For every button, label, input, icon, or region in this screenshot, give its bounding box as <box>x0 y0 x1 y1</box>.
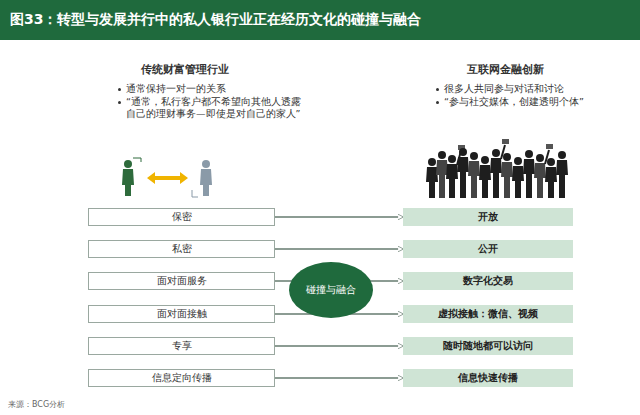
flow-arrow <box>275 216 403 218</box>
node-text: 专享 <box>172 339 192 353</box>
trait-box: 开放 <box>403 208 573 226</box>
node-text: 面对面接触 <box>157 307 207 321</box>
node-text: 保密 <box>172 210 192 224</box>
node-text: 面对面服务 <box>157 274 207 288</box>
trait-box: 虚拟接触：微信、视频 <box>403 305 573 323</box>
crowd-silhouettes <box>426 139 568 198</box>
node-text: 公开 <box>478 242 498 256</box>
trait-box: 随时随地都可以访问 <box>403 337 573 355</box>
node-text: 虚拟接触：微信、视频 <box>438 307 538 321</box>
bullet-text: 很多人共同参与对话和讨论 <box>435 83 624 95</box>
trait-box: 私密 <box>88 240 275 258</box>
flow-arrow <box>275 248 403 250</box>
node-text: 碰撞与融合 <box>306 283 356 297</box>
bullet-text: “参与社交媒体，创建透明个体” <box>435 96 624 108</box>
trait-box: 公开 <box>403 240 573 258</box>
flow-arrow <box>275 377 403 379</box>
title-band <box>0 0 640 40</box>
column-heading: 传统财富管理行业 <box>95 62 275 77</box>
trait-box: 信息快速传播 <box>403 369 573 387</box>
one-to-one-figures <box>122 158 212 197</box>
node-text: 信息快速传播 <box>458 371 518 385</box>
node-text: 信息定向传播 <box>152 371 212 385</box>
fusion-circle: 碰撞与融合 <box>288 261 374 319</box>
source-note: 来源：BCG分析 <box>8 399 158 410</box>
figure-title: 图33：转型与发展并行中的私人银行业正在经历文化的碰撞与融合 <box>10 11 421 29</box>
node-text: 数字化交易 <box>463 274 513 288</box>
bullet-text: 通常保持一对一的关系 <box>117 83 326 95</box>
trait-box: 信息定向传播 <box>88 369 275 387</box>
trait-box: 数字化交易 <box>403 272 573 290</box>
column-heading: 互联网金融创新 <box>420 62 590 77</box>
flow-arrow <box>275 345 403 347</box>
node-text: 开放 <box>478 210 498 224</box>
trait-box: 面对面接触 <box>88 305 275 323</box>
trait-box: 面对面服务 <box>88 272 275 290</box>
node-text: 随时随地都可以访问 <box>443 339 533 353</box>
trait-box: 专享 <box>88 337 275 355</box>
node-text: 私密 <box>172 242 192 256</box>
bullet-text: “通常，私行客户都不希望向其他人透露自己的理财事务—即使是对自己的家人” <box>117 96 301 120</box>
trait-box: 保密 <box>88 208 275 226</box>
